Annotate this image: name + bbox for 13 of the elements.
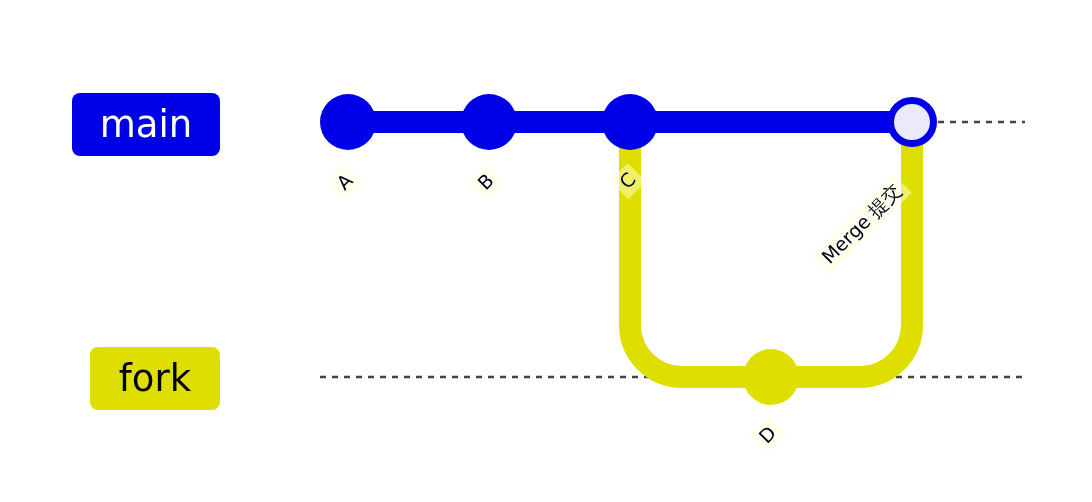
branch-line [373,111,464,133]
branch-label: main [72,93,220,156]
commit-circle [320,94,376,150]
commit-label: B [468,164,504,200]
branch-line [796,143,923,388]
commit-circle [887,97,937,147]
commit-label: D [749,416,787,454]
branch-line [655,111,890,133]
branch-line [619,147,746,388]
commit-label: A [327,164,363,200]
branch-label: fork [90,347,220,410]
branch-line [514,111,605,133]
commit-label: C [609,162,647,200]
